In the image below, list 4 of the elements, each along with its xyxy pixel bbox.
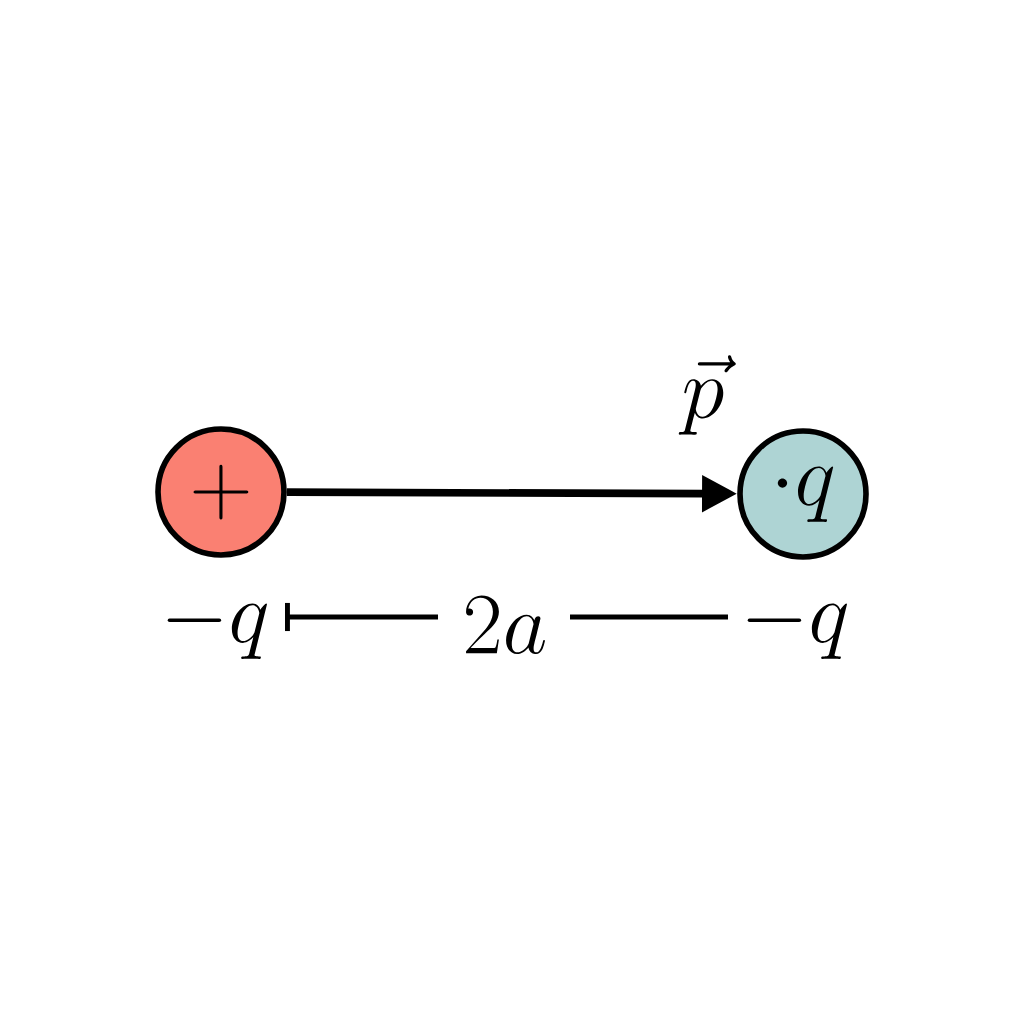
charge-label: $2a$ <box>466 595 545 655</box>
charge-label: $-q$ <box>747 603 847 659</box>
charge-label: $-q$ <box>167 603 267 659</box>
vector-label: $\vec{p}$ <box>678 355 736 435</box>
